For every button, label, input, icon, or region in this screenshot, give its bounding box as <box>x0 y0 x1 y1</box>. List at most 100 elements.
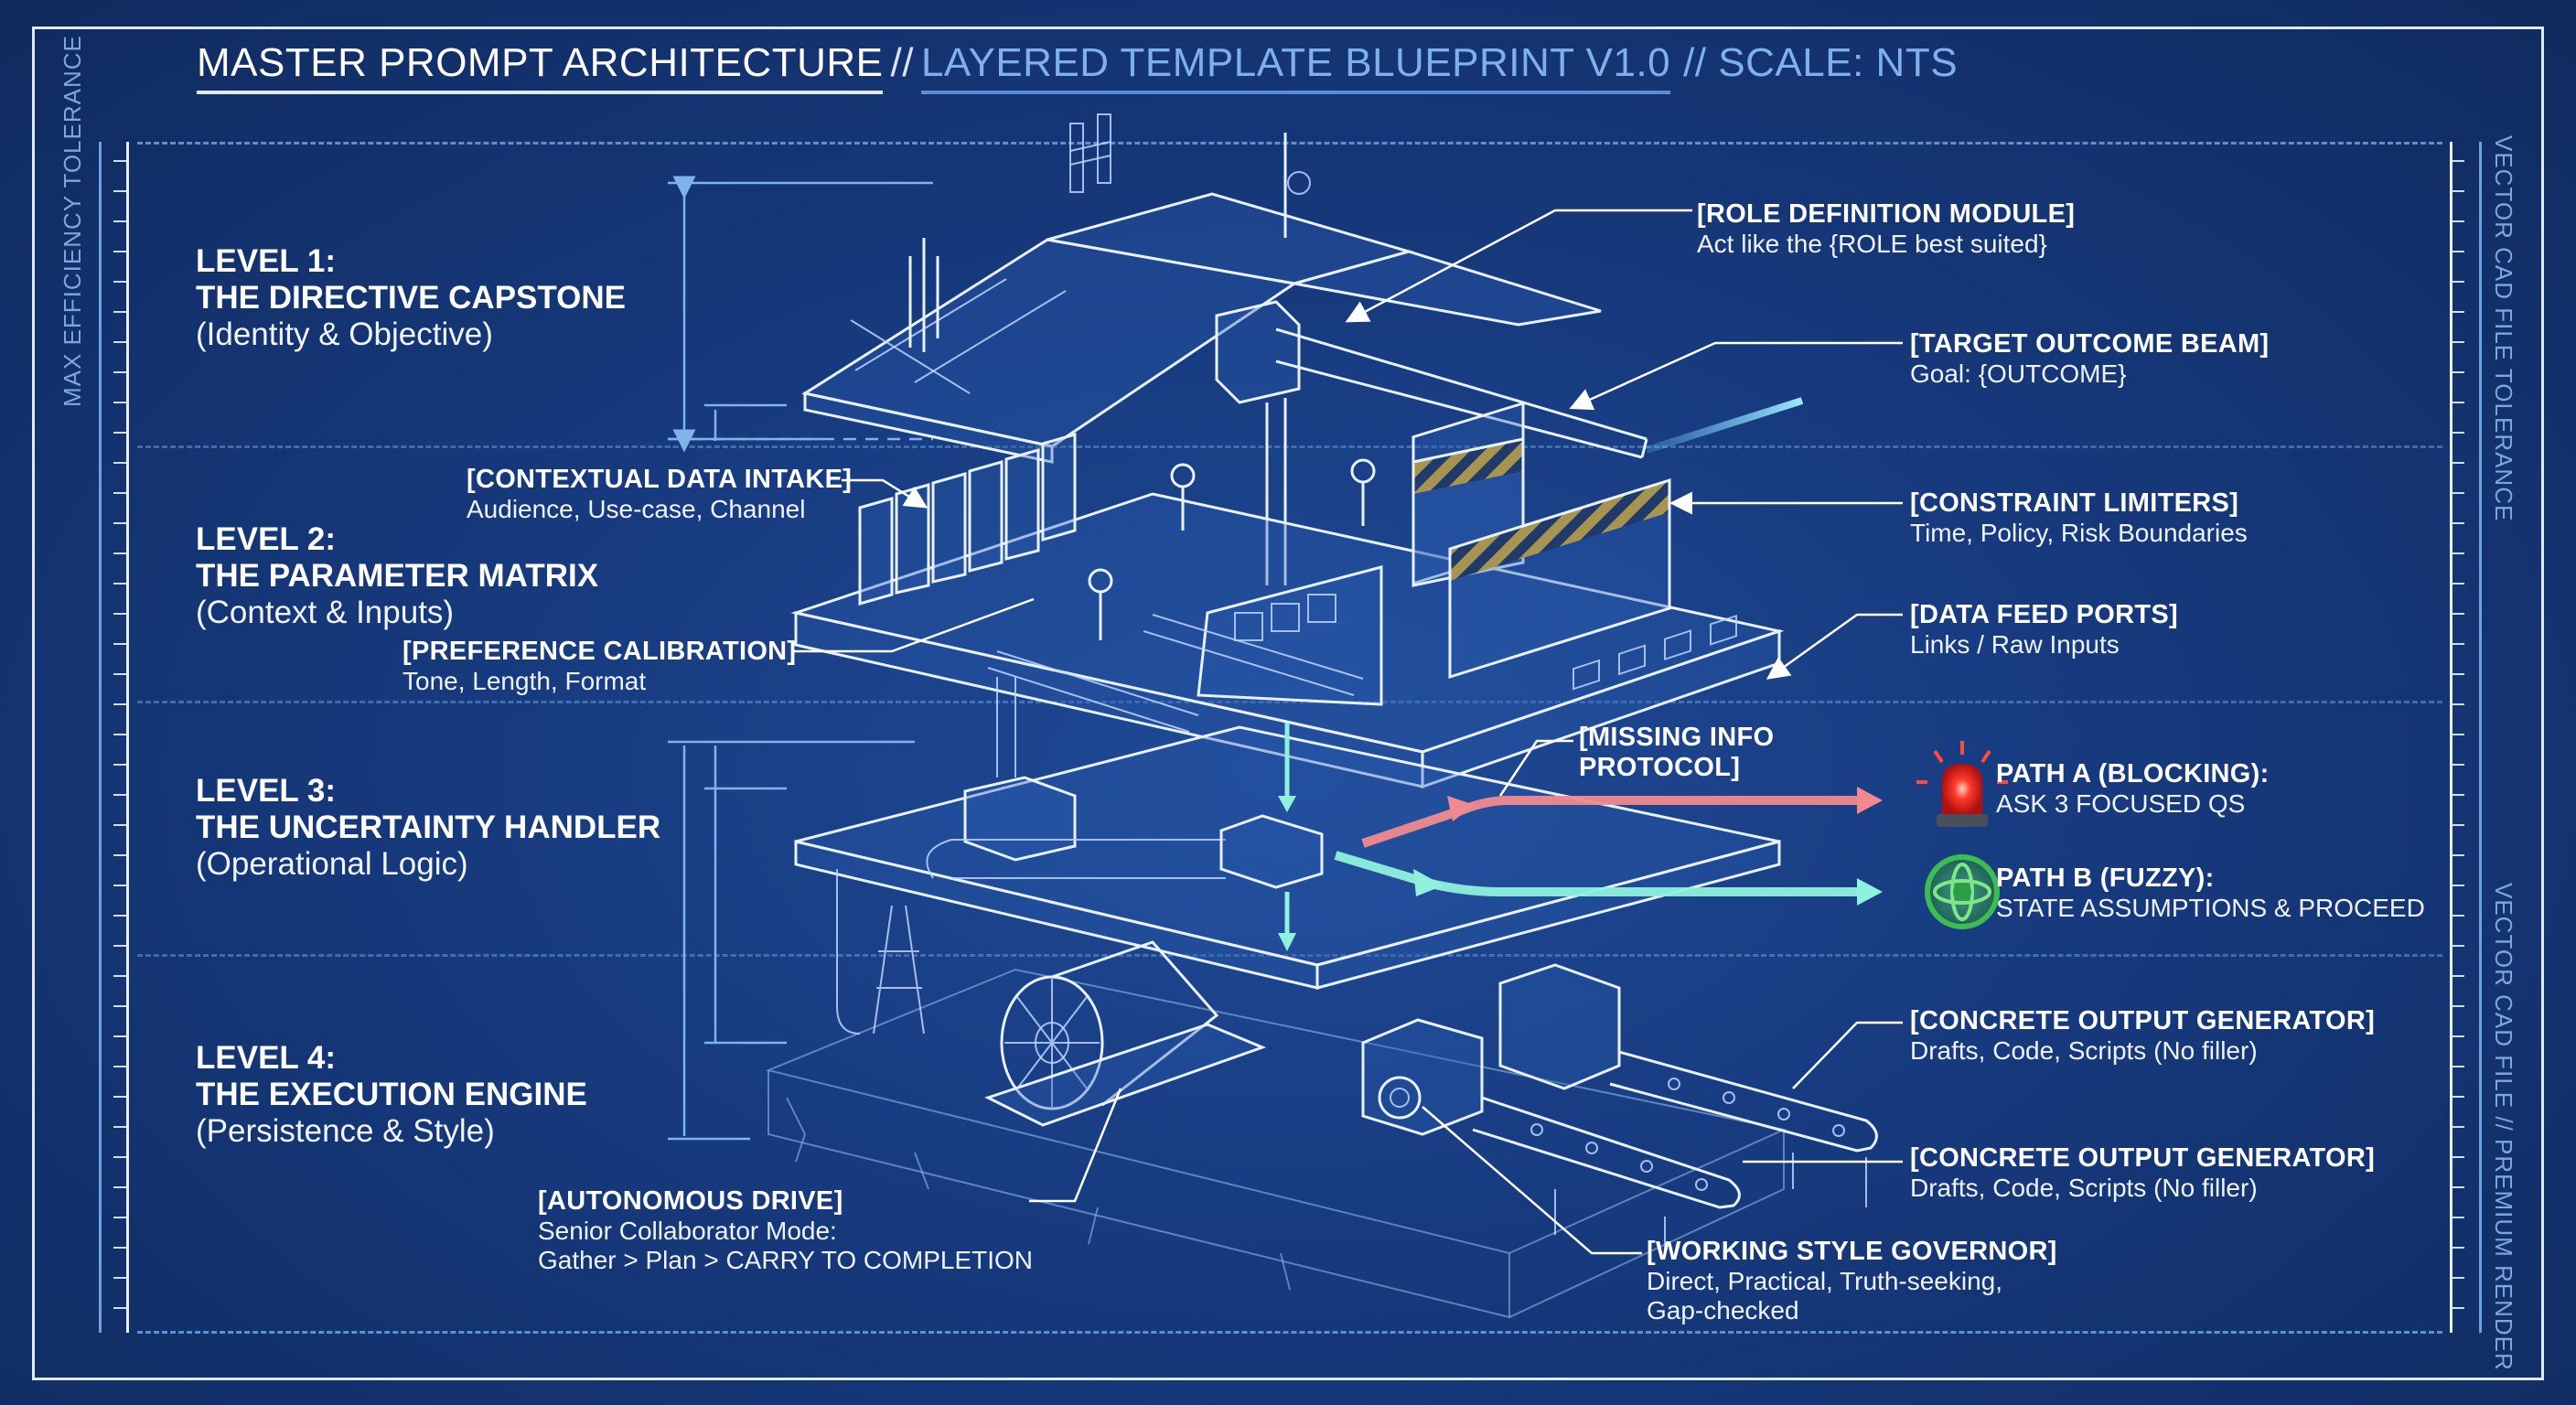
ruler-tick <box>2452 552 2464 554</box>
callout-title-line1: [MISSING INFO <box>1579 723 1775 752</box>
callout-desc: Drafts, Code, Scripts (No filler) <box>1910 1036 2258 1065</box>
level-number: LEVEL 3: <box>196 773 337 809</box>
right-ruler-inner <box>2450 142 2453 1333</box>
right-margin-label-top: VECTOR CAD FILE TOLERANCE <box>2490 135 2517 522</box>
ruler-tick <box>2452 885 2464 886</box>
ruler-tick <box>2452 281 2464 283</box>
ruler-tick <box>113 613 126 615</box>
ruler-tick <box>2452 220 2464 222</box>
ruler-tick <box>2452 673 2464 675</box>
callout-target-outcome: [TARGET OUTCOME BEAM] Goal: {OUTCOME} <box>1910 329 2269 389</box>
title-main: MASTER PROMPT ARCHITECTURE <box>197 40 884 94</box>
callout-desc: Goal: {OUTCOME} <box>1910 359 2127 388</box>
ruler-tick <box>113 915 126 917</box>
callout-desc-line1: Senior Collaborator Mode: <box>538 1217 837 1245</box>
ruler-tick <box>113 1066 126 1067</box>
ruler-tick <box>2452 1217 2464 1218</box>
ruler-tick <box>2452 854 2464 856</box>
ruler-tick <box>113 311 126 313</box>
callout-working-style-governor: [WORKING STYLE GOVERNOR] Direct, Practic… <box>1647 1237 2057 1325</box>
right-ruler-outer <box>2479 142 2482 1333</box>
ruler-tick <box>2452 583 2464 585</box>
ruler-tick <box>113 1035 126 1037</box>
ruler-tick <box>113 824 126 826</box>
ruler-tick <box>113 341 126 343</box>
ruler-tick <box>2452 1096 2464 1098</box>
ruler-tick <box>2452 402 2464 403</box>
right-margin-label-bottom: VECTOR CAD FILE // PREMIUM RENDER <box>2490 883 2517 1371</box>
ruler-tick <box>113 281 126 283</box>
level-3-label: LEVEL 3: THE UNCERTAINTY HANDLER (Operat… <box>196 773 660 883</box>
callout-desc: Tone, Length, Format <box>402 667 647 695</box>
callout-output-generator-1: [CONCRETE OUTPUT GENERATOR] Drafts, Code… <box>1910 1006 2375 1066</box>
callout-path-b: PATH B (FUZZY): STATE ASSUMPTIONS & PROC… <box>1996 863 2425 923</box>
callout-autonomous-drive: [AUTONOMOUS DRIVE] Senior Collaborator M… <box>538 1186 1033 1275</box>
level-subtitle: (Identity & Objective) <box>196 316 493 352</box>
path-a-desc: ASK 3 FOCUSED QS <box>1996 789 2246 818</box>
path-b-title: PATH B (FUZZY): <box>1996 863 2215 893</box>
ruler-tick <box>113 1186 126 1188</box>
callout-preference-calibration: [PREFERENCE CALIBRATION] Tone, Length, F… <box>402 637 796 696</box>
callout-role-definition: [ROLE DEFINITION MODULE] Act like the {R… <box>1697 199 2075 259</box>
ruler-tick <box>113 402 126 403</box>
ruler-tick <box>113 552 126 554</box>
level-divider-3 <box>137 954 2442 957</box>
level-4-label: LEVEL 4: THE EXECUTION ENGINE (Persisten… <box>196 1040 587 1150</box>
level-number: LEVEL 1: <box>196 243 337 279</box>
callout-title: [CONCRETE OUTPUT GENERATOR] <box>1910 1143 2376 1173</box>
callout-desc: Links / Raw Inputs <box>1910 630 2120 659</box>
ruler-tick <box>113 1005 126 1007</box>
callout-title: [TARGET OUTCOME BEAM] <box>1910 329 2270 359</box>
callout-missing-info-protocol: [MISSING INFO PROTOCOL] <box>1579 723 1774 783</box>
level-name: THE PARAMETER MATRIX <box>196 558 599 594</box>
outer-frame <box>32 27 2544 1380</box>
ruler-tick <box>2452 1186 2464 1188</box>
level-number: LEVEL 2: <box>196 521 337 557</box>
ruler-tick <box>113 492 126 494</box>
callout-title: [AUTONOMOUS DRIVE] <box>538 1186 843 1216</box>
ruler-tick <box>2452 251 2464 252</box>
ruler-tick <box>113 190 126 192</box>
level-divider-2 <box>137 701 2442 703</box>
top-dashed-border <box>137 142 2442 145</box>
callout-data-feed-ports: [DATA FEED PORTS] Links / Raw Inputs <box>1910 600 2178 660</box>
level-name: THE UNCERTAINTY HANDLER <box>196 810 661 845</box>
callout-desc: Drafts, Code, Scripts (No filler) <box>1910 1174 2258 1202</box>
ruler-tick <box>2452 462 2464 464</box>
callout-path-a: PATH A (BLOCKING): ASK 3 FOCUSED QS <box>1996 759 2270 819</box>
ruler-tick <box>113 1217 126 1218</box>
ruler-tick <box>2452 1066 2464 1067</box>
callout-desc-line1: Direct, Practical, Truth-seeking, <box>1647 1267 2003 1295</box>
callout-title: [CONCRETE OUTPUT GENERATOR] <box>1910 1006 2376 1035</box>
ruler-tick <box>113 764 126 766</box>
ruler-tick <box>2452 160 2464 162</box>
ruler-tick <box>2452 915 2464 917</box>
ruler-tick <box>2452 522 2464 524</box>
blueprint-title: MASTER PROMPT ARCHITECTURE//LAYERED TEMP… <box>197 40 1959 94</box>
callout-desc-line2: Gather > Plan > CARRY TO COMPLETION <box>538 1246 1034 1274</box>
ruler-tick <box>2452 764 2464 766</box>
ruler-tick <box>113 462 126 464</box>
ruler-tick <box>2452 311 2464 313</box>
ruler-tick <box>2452 703 2464 705</box>
ruler-tick <box>2452 643 2464 645</box>
path-a-title: PATH A (BLOCKING): <box>1996 759 2270 788</box>
ruler-tick <box>113 1156 126 1158</box>
left-ruler-inner <box>126 142 129 1333</box>
title-scale: // SCALE: NTS <box>1683 40 1959 85</box>
bottom-dashed-border <box>137 1331 2442 1334</box>
level-divider-1 <box>137 445 2442 448</box>
ruler-tick <box>113 794 126 796</box>
callout-title-line2: PROTOCOL] <box>1579 753 1741 782</box>
ruler-tick <box>2452 975 2464 977</box>
ruler-tick <box>2452 492 2464 494</box>
ruler-tick <box>113 975 126 977</box>
left-ruler-outer <box>99 142 102 1333</box>
path-b-desc: STATE ASSUMPTIONS & PROCEED <box>1996 894 2425 922</box>
left-margin-label: MAX EFFICIENCY TOLERANCE <box>59 35 86 407</box>
callout-contextual-intake: [CONTEXTUAL DATA INTAKE] Audience, Use-c… <box>467 465 852 524</box>
ruler-tick <box>2452 1247 2464 1249</box>
ruler-tick <box>2452 371 2464 373</box>
level-name: THE DIRECTIVE CAPSTONE <box>196 280 626 316</box>
ruler-tick <box>2452 945 2464 947</box>
